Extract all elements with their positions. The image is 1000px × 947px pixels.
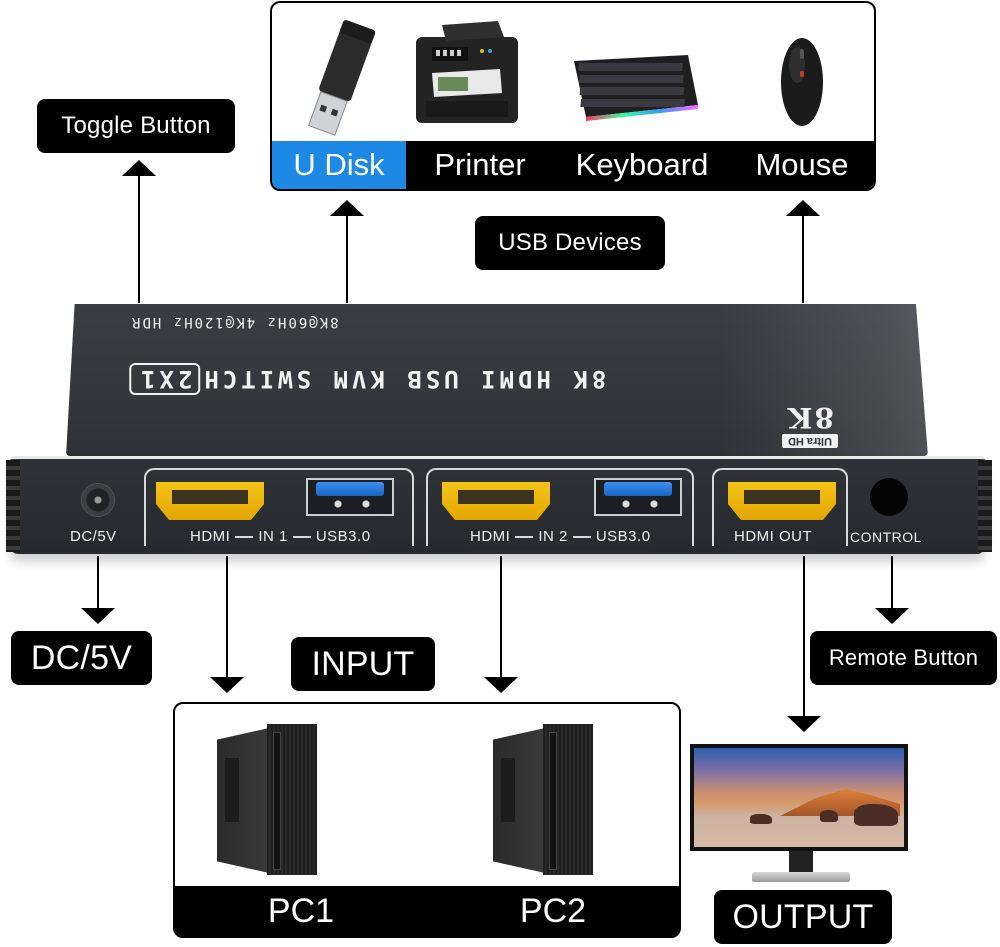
device-title-model: 2X1 xyxy=(129,363,201,395)
dc-power-jack[interactable] xyxy=(82,484,114,516)
toggle-button-arrow-line xyxy=(138,175,140,303)
in2-arrow-line xyxy=(500,556,502,678)
usb-left-arrow-head xyxy=(330,200,364,216)
kvm-top-panel xyxy=(66,304,928,456)
mouse-icon xyxy=(781,38,823,126)
monitor-icon xyxy=(690,744,910,882)
dc-port-text: DC/5V xyxy=(70,528,117,545)
usb-device-label-printer: Printer xyxy=(434,147,526,182)
usb-devices-label-bar: U Disk Printer Keyboard Mouse xyxy=(272,141,874,189)
hdmi-in2-port[interactable] xyxy=(442,482,550,520)
pc1-label: PC1 xyxy=(267,891,335,930)
usb-device-label-u-disk: U Disk xyxy=(272,141,406,189)
in2-port-label: HDMI IN 2 USB3.0 xyxy=(466,528,655,545)
usb-left-arrow-line xyxy=(346,215,348,303)
usb-right-arrow-head xyxy=(786,200,820,216)
hdmi-in1-port[interactable] xyxy=(156,482,264,520)
port-group-out xyxy=(712,468,848,546)
hdmi-out-text: HDMI OUT xyxy=(734,528,813,545)
usb-device-label-mouse: Mouse xyxy=(755,147,849,182)
left-grip xyxy=(6,460,20,552)
printer-icon xyxy=(416,21,518,123)
in1-name-text: IN 1 xyxy=(258,528,288,545)
dc-arrow-line xyxy=(97,556,99,610)
port-group-in1 xyxy=(144,468,414,546)
in2-arrow-head xyxy=(484,677,518,693)
dc-port-label: DC/5V xyxy=(70,528,117,545)
output-arrow-head xyxy=(787,716,821,732)
kvm-top-highlight xyxy=(720,304,950,456)
output-arrow-line xyxy=(803,556,805,716)
in2-name-text: IN 2 xyxy=(538,528,568,545)
ultra-hd-8k-logo: Ultra HD 8K xyxy=(758,400,848,448)
control-arrow-line xyxy=(891,556,893,610)
control-text: CONTROL xyxy=(850,529,922,545)
kvm-switch-device: 8K@60Hz 4K@120Hz HDR 8K HDMI USB KVM SWI… xyxy=(0,300,1000,570)
usb-right-arrow-line xyxy=(802,215,804,303)
usb-flash-drive-icon xyxy=(307,20,376,136)
usb-devices-panel: U Disk Printer Keyboard Mouse xyxy=(270,1,876,191)
usb3-in1-port[interactable] xyxy=(306,478,394,516)
usb-devices-label: USB Devices xyxy=(475,216,665,270)
control-label: CONTROL xyxy=(850,529,922,545)
device-title-text: 8K HDMI USB KVM SWITCH xyxy=(200,365,607,393)
dc-arrow-head xyxy=(81,608,115,624)
in2-hdmi-text: HDMI xyxy=(470,528,511,545)
hdmi-out-label: HDMI OUT xyxy=(730,528,817,545)
desktop-tower-icon xyxy=(493,718,593,875)
usb-device-label-keyboard: Keyboard xyxy=(575,147,709,182)
ultra-hd-label: Ultra HD xyxy=(781,434,838,448)
input-label: INPUT xyxy=(291,637,435,691)
output-label: OUTPUT xyxy=(714,890,892,944)
dc-5v-label: DC/5V xyxy=(11,631,152,685)
device-title: 8K HDMI USB KVM SWITCH 2X1 xyxy=(125,363,606,395)
in1-usb-text: USB3.0 xyxy=(315,528,371,545)
pc2-label: PC2 xyxy=(519,891,587,930)
control-port[interactable] xyxy=(870,478,908,516)
control-arrow-head xyxy=(875,608,909,624)
pcs-label-bar: PC1 PC2 xyxy=(175,886,679,936)
remote-button-label: Remote Button xyxy=(810,631,997,685)
usb3-in2-port[interactable] xyxy=(594,478,682,516)
in1-arrow-line xyxy=(226,556,228,678)
hdmi-out-port[interactable] xyxy=(728,482,836,520)
in1-hdmi-text: HDMI xyxy=(190,528,231,545)
in1-port-label: HDMI IN 1 USB3.0 xyxy=(186,528,375,545)
8k-logo-text: 8K xyxy=(786,401,834,434)
in1-arrow-head xyxy=(210,677,244,693)
keyboard-icon xyxy=(574,55,698,121)
toggle-button-arrow-head xyxy=(122,160,156,176)
in2-usb-text: USB3.0 xyxy=(595,528,651,545)
toggle-button-label: Toggle Button xyxy=(37,99,235,153)
input-pcs-panel: PC1 PC2 xyxy=(173,702,681,938)
right-grip xyxy=(978,460,992,552)
desktop-tower-icon xyxy=(217,718,317,875)
port-group-in2 xyxy=(426,468,694,546)
spec-text: 8K@60Hz 4K@120Hz HDR xyxy=(130,314,339,330)
